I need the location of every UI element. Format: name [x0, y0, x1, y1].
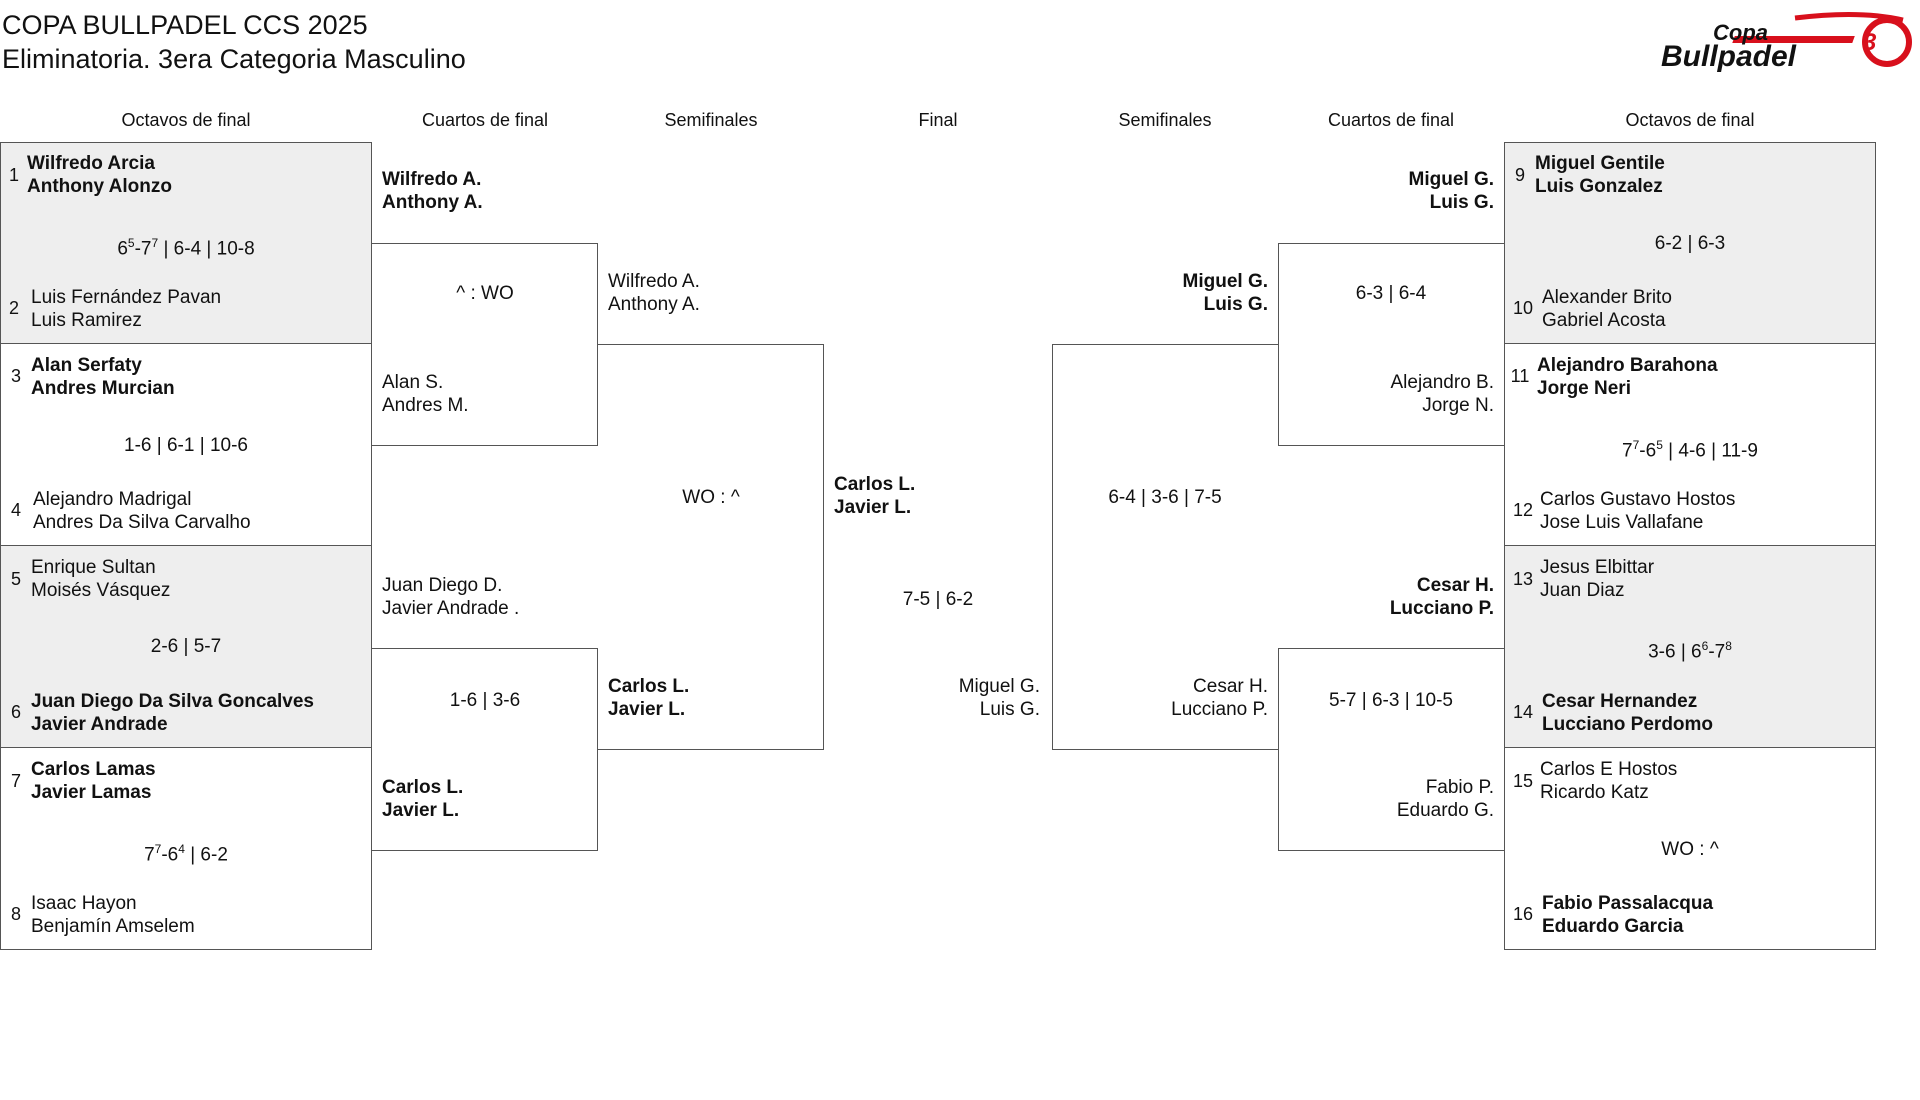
seed-number: 8: [10, 904, 21, 924]
svg-text:Bullpadel: Bullpadel: [1661, 40, 1797, 72]
seed-number: 6: [10, 702, 21, 722]
bracket-connector: [1278, 445, 1504, 446]
seed-number: 7: [10, 771, 21, 791]
bracket-connector: [598, 749, 824, 750]
round-header-right-qf: Cuartos de final: [1327, 110, 1455, 130]
seed-number: 1: [8, 165, 19, 185]
bracket-connector: [1278, 648, 1504, 649]
seed-number: 9: [1514, 165, 1525, 185]
bracket-connector: [1052, 749, 1278, 750]
bracket-connector: [372, 850, 598, 851]
team-entry: Cesar H.Lucciano P.: [1389, 575, 1494, 619]
match-score: 6-2 | 6-3: [1654, 233, 1726, 254]
team-entry: Wilfredo A.Anthony A.: [382, 169, 483, 213]
match-score: 3-6 | 66-78: [1648, 639, 1732, 663]
seed-number: 10: [1513, 298, 1534, 318]
round-header-right-sf: Semifinales: [1118, 110, 1212, 130]
final-score: 7-5 | 6-2: [902, 589, 974, 610]
bracket-connector: [597, 243, 598, 446]
match-score: 1-6 | 6-1 | 10-6: [124, 435, 248, 456]
bracket-connector: [1278, 648, 1279, 851]
seed-number: 12: [1513, 500, 1534, 520]
match-score: 6-4 | 3-6 | 7-5: [1108, 487, 1222, 508]
svg-text:Copa: Copa: [1713, 20, 1768, 45]
team-entry: Carlos L.Javier L.: [834, 474, 916, 518]
bracket-connector: [372, 243, 598, 244]
match-score: 5-7 | 6-3 | 10-5: [1329, 690, 1453, 711]
match-box-r16-4: [0, 747, 372, 950]
team-entry: Carlos L.Javier L.: [382, 777, 464, 821]
svg-text:3: 3: [1863, 29, 1877, 56]
match-box-r16-3: [0, 545, 372, 748]
bullpadel-logo: 3 Copa Bullpadel: [1661, 11, 1912, 72]
team-entry: Fabio P.Eduardo G.: [1396, 777, 1494, 821]
seed-number: 2: [8, 298, 19, 318]
round-header-left-r16: Octavos de final: [121, 110, 251, 130]
team-entry: Alejandro B.Jorge N.: [1390, 372, 1494, 416]
team-entry: Carlos L.Javier L.: [608, 676, 690, 720]
bracket-connector: [372, 648, 598, 649]
page-subtitle: Eliminatoria. 3era Categoria Masculino: [2, 44, 466, 74]
bracket-connector: [1278, 243, 1504, 244]
match-score: 2-6 | 5-7: [150, 636, 222, 657]
match-score: WO : ^: [1661, 839, 1719, 860]
team-entry: Juan Diego D.Javier Andrade .: [382, 575, 520, 619]
match-score: 77-64 | 6-2: [144, 842, 228, 866]
match-box-r16-9: [1504, 142, 1876, 344]
bracket-connector: [1278, 850, 1504, 851]
match-score: 6-3 | 6-4: [1355, 283, 1427, 304]
round-header-left-qf: Cuartos de final: [421, 110, 549, 130]
seed-number: 16: [1513, 904, 1534, 924]
match-box-r16-2: [0, 343, 372, 546]
bracket-connector: [823, 344, 824, 750]
team-entry: Cesar H.Lucciano P.: [1171, 676, 1268, 720]
seed-number: 5: [10, 569, 21, 589]
seed-number: 14: [1513, 702, 1534, 722]
bracket-connector: [1052, 344, 1278, 345]
team-entry: Miguel G.Luis G.: [1182, 271, 1269, 315]
match-box-r16-1: [0, 142, 372, 344]
bracket-connector: [372, 445, 598, 446]
page-title: COPA BULLPADEL CCS 2025: [2, 10, 368, 40]
seed-number: 15: [1513, 771, 1534, 791]
team-entry: Miguel G.Luis G.: [1408, 169, 1495, 213]
seed-number: 13: [1513, 569, 1534, 589]
match-score: WO : ^: [682, 487, 740, 508]
seed-number: 4: [10, 500, 21, 520]
bracket-connector: [1278, 243, 1279, 446]
bracket-connector: [1052, 344, 1053, 750]
round-header-right-r16: Octavos de final: [1625, 110, 1755, 130]
team-entry: Wilfredo A.Anthony A.: [608, 271, 700, 315]
seed-number: 11: [1510, 366, 1530, 386]
match-box-r16-10: [1504, 343, 1876, 546]
match-score: 77-65 | 4-6 | 11-9: [1622, 438, 1758, 462]
match-box-r16-12: [1504, 747, 1876, 950]
match-score: ^ : WO: [456, 283, 514, 304]
team-entry: Alan S.Andres M.: [382, 372, 469, 416]
bracket-connector: [597, 648, 598, 851]
match-score: 65-77 | 6-4 | 10-8: [117, 236, 255, 260]
match-score: 1-6 | 3-6: [449, 690, 521, 711]
team-entry: Miguel G.Luis G.: [958, 676, 1040, 720]
seed-number: 3: [10, 366, 21, 386]
round-header-final: Final: [918, 110, 958, 130]
bracket-connector: [598, 344, 824, 345]
round-header-left-sf: Semifinales: [664, 110, 758, 130]
